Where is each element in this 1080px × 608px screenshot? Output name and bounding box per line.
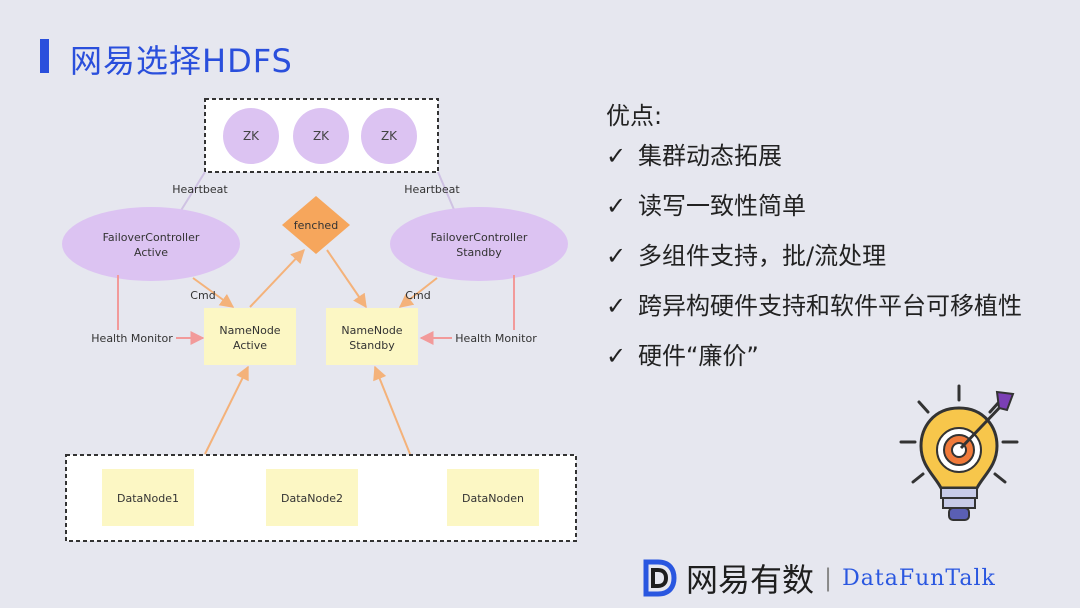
check-icon: ✓ xyxy=(606,292,627,320)
page-title: 网易选择HDFS xyxy=(70,42,293,80)
advantages-panel: 优点: ✓ 集群动态拓展 ✓ 读写一致性简单 ✓ 多组件支持，批/流处理 ✓ 跨异构硬件… xyxy=(606,96,1076,391)
zk-label: ZK xyxy=(313,129,330,143)
datanode-arrow-right xyxy=(373,365,411,455)
fence-arrow-standby xyxy=(326,249,367,309)
health-label-left: Health Monitor xyxy=(91,332,173,345)
advantage-text: 集群动态拓展 xyxy=(638,142,782,170)
zk-label: ZK xyxy=(381,129,398,143)
heartbeat-line-right xyxy=(437,171,456,213)
zk-node-2: ZK xyxy=(293,108,349,164)
advantage-text: 硬件“廉价” xyxy=(638,342,759,370)
list-item: ✓ 硬件“廉价” xyxy=(606,341,1076,391)
wangyi-youshu-logo-icon xyxy=(643,559,677,597)
cmd-label-right: Cmd xyxy=(405,289,430,302)
list-item: ✓ 多组件支持，批/流处理 xyxy=(606,241,1076,291)
namenode-standby-label: NameNode xyxy=(341,324,402,337)
health-label-bg-left xyxy=(88,330,176,346)
failover-controller-active: FailoverController Active xyxy=(62,207,240,281)
namenode-active: NameNode Active xyxy=(204,308,296,365)
heartbeat-line-left xyxy=(179,171,206,213)
footer-brand-name: 网易有数 xyxy=(686,561,815,599)
advantage-text: 跨异构硬件支持和软件平台可移植性 xyxy=(638,292,1022,320)
heartbeat-label-left: Heartbeat xyxy=(172,183,228,196)
check-icon: ✓ xyxy=(606,142,627,170)
datanode-label: DataNode2 xyxy=(281,492,343,505)
namenode-standby-state: Standby xyxy=(349,339,395,352)
lightbulb-target-icon xyxy=(899,384,1019,521)
check-icon: ✓ xyxy=(606,342,627,370)
footer-partner: DataFunTalk xyxy=(842,565,996,591)
datanode-n: DataNoden xyxy=(447,469,539,526)
fc-active-state: Active xyxy=(134,246,168,259)
namenode-active-label: NameNode xyxy=(219,324,280,337)
list-item: ✓ 集群动态拓展 xyxy=(606,141,1076,191)
check-icon: ✓ xyxy=(606,192,627,220)
footer-brand: 网易有数 | DataFunTalk xyxy=(638,556,996,600)
check-icon: ✓ xyxy=(606,242,627,270)
cmd-arrow-left xyxy=(192,277,235,308)
advantages-heading: 优点: xyxy=(606,102,663,130)
fenched-node: fenched xyxy=(282,196,350,254)
hdfs-ha-diagram: ZK ZK ZK Heartbeat Heartbeat FailoverCon… xyxy=(62,98,577,542)
cmd-label-left: Cmd xyxy=(190,289,215,302)
health-label-bg-right xyxy=(452,330,540,346)
fenched-label: fenched xyxy=(294,219,338,232)
datanode-2: DataNode2 xyxy=(266,469,358,526)
zk-label: ZK xyxy=(243,129,260,143)
health-label-right: Health Monitor xyxy=(455,332,537,345)
heartbeat-label-right: Heartbeat xyxy=(404,183,460,196)
advantages-list: ✓ 集群动态拓展 ✓ 读写一致性简单 ✓ 多组件支持，批/流处理 ✓ 跨异构硬件支持和软… xyxy=(606,141,1076,391)
fc-standby-label: FailoverController xyxy=(431,231,528,244)
namenode-active-state: Active xyxy=(233,339,267,352)
advantage-text: 读写一致性简单 xyxy=(638,192,806,220)
datanode-label: DataNode1 xyxy=(117,492,179,505)
datanode-label: DataNoden xyxy=(462,492,524,505)
fc-standby-state: Standby xyxy=(456,246,502,259)
list-item: ✓ 跨异构硬件支持和软件平台可移植性 xyxy=(606,291,1076,341)
footer-separator: | xyxy=(824,564,833,592)
fence-arrow-active xyxy=(249,248,305,308)
zk-node-1: ZK xyxy=(223,108,279,164)
zk-node-3: ZK xyxy=(361,108,417,164)
title-accent-bar xyxy=(40,39,49,73)
datanode-1: DataNode1 xyxy=(102,469,194,526)
list-item: ✓ 读写一致性简单 xyxy=(606,191,1076,241)
advantage-text: 多组件支持，批/流处理 xyxy=(638,242,887,270)
failover-controller-standby: FailoverController Standby xyxy=(390,207,568,281)
fc-active-label: FailoverController xyxy=(103,231,200,244)
cmd-arrow-right xyxy=(398,277,438,308)
namenode-standby: NameNode Standby xyxy=(326,308,418,365)
datanode-arrow-left xyxy=(204,365,249,455)
